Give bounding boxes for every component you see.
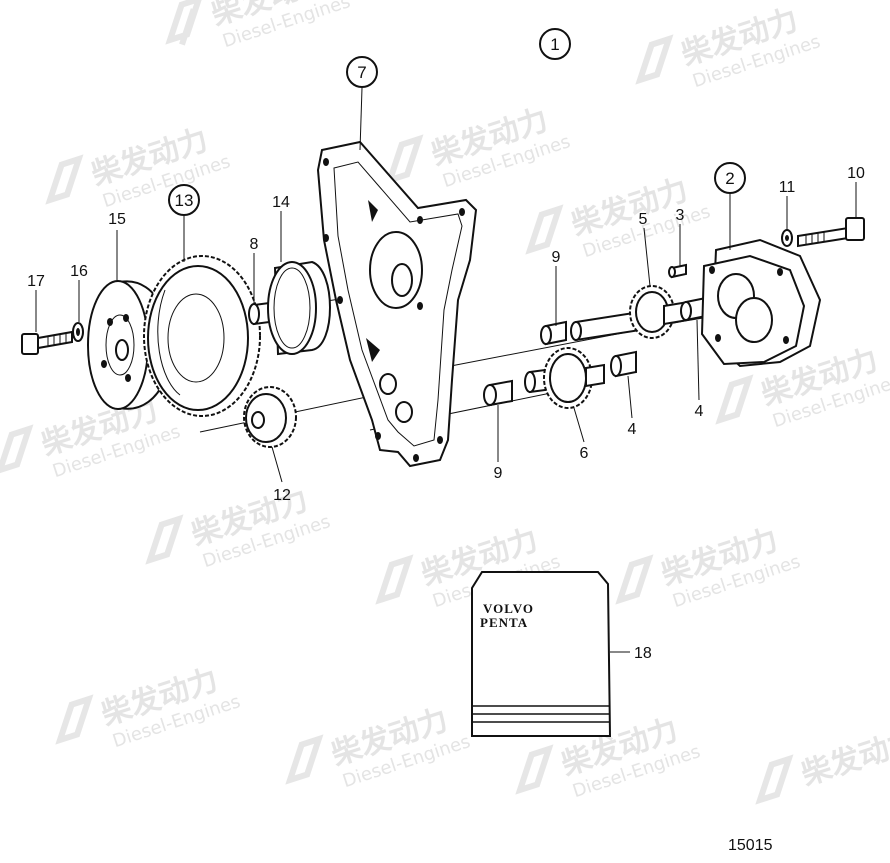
label-18: 18 <box>634 645 652 662</box>
watermark-tile: 柴发动力 Diesel-Engines <box>55 662 243 752</box>
watermark-tile: 柴发动力 Diesel-Engines <box>165 0 353 52</box>
label-14: 14 <box>272 194 290 211</box>
callout-1: 1 <box>539 28 571 60</box>
watermark-cn: 柴发动力 <box>797 722 890 792</box>
callout-7-text: 7 <box>357 63 366 82</box>
watermark-tile: 柴发动力 Diesel-Engines <box>0 392 183 482</box>
callout-13: 13 <box>168 184 200 216</box>
label-8: 8 <box>250 236 259 253</box>
label-3: 3 <box>676 207 685 224</box>
part-10-long-bolt <box>797 217 865 248</box>
part-6-driven-gear <box>524 347 605 409</box>
watermark-tile: 柴发动力 <box>755 722 890 805</box>
part-16-washer <box>72 322 84 342</box>
part-12-small-gear <box>243 386 297 448</box>
part-18-gasket-kit: VOLVO PENTA <box>471 571 612 737</box>
part-3-pin <box>668 263 687 279</box>
part-4-bushing-upper <box>680 296 707 322</box>
watermark-tile: 柴发动力 Diesel-Engines <box>385 102 573 192</box>
label-6: 6 <box>580 445 589 462</box>
callout-2-text: 2 <box>725 169 734 188</box>
part-labels: 15 16 17 8 14 12 9 9 6 4 4 5 3 11 10 18 <box>27 165 865 662</box>
label-9-upper: 9 <box>552 249 561 266</box>
part-4-bushing-lower <box>610 350 637 378</box>
callout-7: 7 <box>346 56 378 88</box>
part-9-sleeve-upper <box>540 320 567 346</box>
part-13-large-gear <box>143 255 261 417</box>
watermark-tile: 柴发动力 Diesel-Engines <box>45 122 233 212</box>
label-9-lower: 9 <box>494 465 503 482</box>
label-4-lower: 4 <box>628 421 637 438</box>
kit-brand-line1: VOLVO <box>483 601 534 616</box>
kit-brand-line2: PENTA <box>480 615 528 630</box>
part-9-sleeve-lower <box>483 379 513 407</box>
leader-lines <box>35 87 857 653</box>
label-11: 11 <box>779 179 796 196</box>
label-10: 10 <box>847 165 865 182</box>
watermark-tile: 柴发动力 Diesel-Engines <box>635 2 823 92</box>
label-16: 16 <box>70 263 88 280</box>
watermark-tile: 柴发动力 Diesel-Engines <box>145 482 333 572</box>
callout-2: 2 <box>714 162 746 194</box>
label-17: 17 <box>27 273 45 290</box>
label-5: 5 <box>639 211 648 228</box>
part-2-pump-body <box>700 238 822 368</box>
figure-number: 15015 <box>728 837 773 854</box>
label-4-upper: 4 <box>695 403 704 420</box>
part-7-housing <box>316 140 478 468</box>
callout-13-text: 13 <box>175 191 194 210</box>
label-15: 15 <box>108 211 126 228</box>
part-14-bushing <box>267 260 331 356</box>
callout-1-text: 1 <box>550 35 559 54</box>
label-12: 12 <box>273 487 291 504</box>
watermark-tile: 柴发动力 Diesel-Engines <box>615 522 803 612</box>
watermark-tile: 柴发动力 Diesel-Engines <box>285 702 473 792</box>
part-11-washer <box>781 229 793 247</box>
part-17-bolt <box>21 330 73 355</box>
